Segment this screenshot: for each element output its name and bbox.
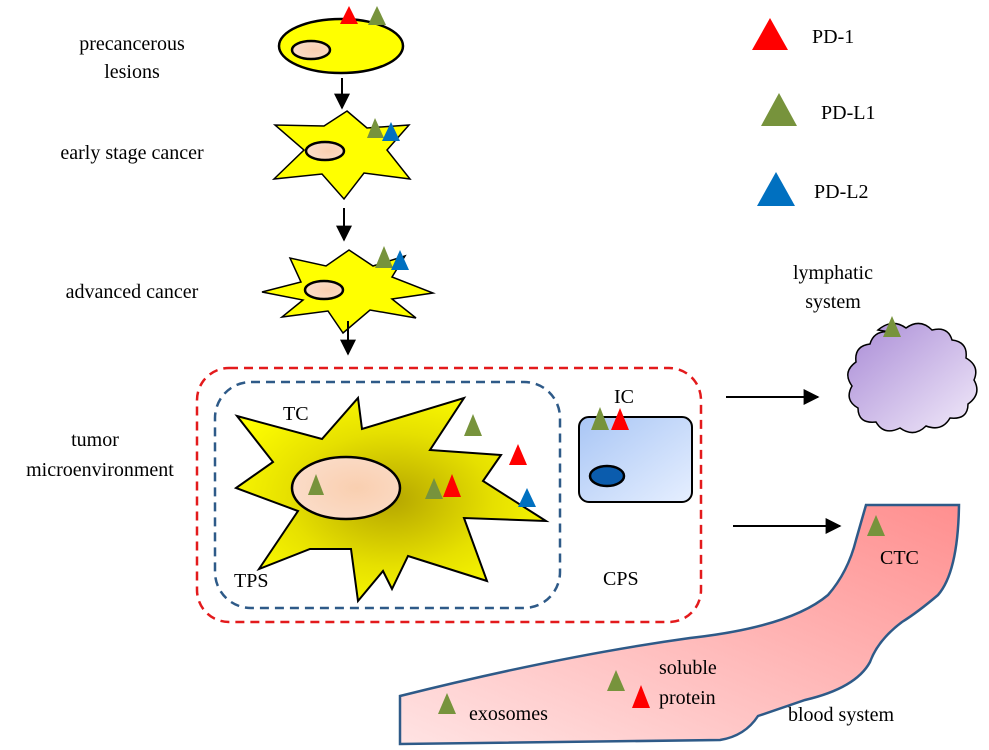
label-microenvironment: microenvironment (26, 459, 174, 481)
immune-cell (578, 407, 693, 503)
label-protein: protein (659, 687, 716, 709)
pdl1-marker (425, 478, 443, 499)
legend: PD-1 PD-L1 PD-L2 (752, 18, 875, 206)
label-lesions: lesions (104, 61, 160, 83)
pd1-marker (443, 474, 461, 497)
label-lymph-system: system (805, 291, 861, 313)
pdl1-marker (591, 407, 609, 430)
pdl1-marker (368, 6, 386, 25)
label-precancerous: precancerous (79, 33, 185, 55)
pdl2-marker (382, 122, 400, 141)
pdl1-marker (883, 316, 901, 337)
early-stage-cell (271, 110, 412, 201)
advanced-cell (261, 246, 436, 335)
tme-red-dashed-box (195, 366, 703, 624)
pdl1-marker (367, 118, 384, 138)
pd1-marker (509, 444, 527, 465)
label-exosomes: exosomes (469, 703, 548, 725)
label-tc: TC (283, 403, 309, 425)
immune-nucleus (588, 464, 626, 488)
legend-pdl1-label: PD-L1 (821, 102, 875, 124)
precancerous-nucleus (290, 39, 332, 61)
label-lymphatic: lymphatic (793, 262, 873, 284)
label-tumor: tumor (71, 429, 119, 451)
label-tps: TPS (234, 570, 268, 592)
precancerous-cell (277, 6, 405, 75)
lymph-node (847, 316, 978, 434)
early-nucleus (304, 140, 346, 162)
tumor-nucleus (290, 455, 402, 521)
pdl1-marker (867, 515, 885, 536)
label-advanced: advanced cancer (66, 281, 199, 303)
legend-pdl2-icon (757, 172, 795, 206)
advanced-nucleus (303, 279, 345, 301)
pdl1-marker (438, 693, 456, 714)
pdl1-marker (375, 246, 393, 268)
label-cps: CPS (603, 568, 639, 590)
pd1-marker (340, 6, 358, 24)
label-ic: IC (614, 386, 634, 408)
pdl2-marker (518, 488, 536, 507)
pd1-marker (611, 408, 629, 430)
legend-pd1-icon (752, 18, 788, 50)
label-early-stage: early stage cancer (60, 142, 204, 164)
pdl1-marker (464, 414, 482, 436)
pdl1-marker (308, 474, 324, 495)
tps-blue-dashed-box (213, 380, 562, 610)
pd1-marker (632, 685, 650, 708)
pdl1-marker (607, 670, 625, 691)
label-ctc: CTC (880, 547, 919, 569)
legend-pd1-label: PD-1 (812, 26, 854, 48)
pdl2-marker (391, 250, 409, 270)
label-soluble: soluble (659, 657, 717, 679)
blood-vessel (398, 503, 961, 746)
label-blood-system: blood system (788, 704, 895, 726)
legend-pdl1-icon (761, 93, 797, 126)
legend-pdl2-label: PD-L2 (814, 181, 868, 203)
tumor-cell (233, 395, 550, 604)
